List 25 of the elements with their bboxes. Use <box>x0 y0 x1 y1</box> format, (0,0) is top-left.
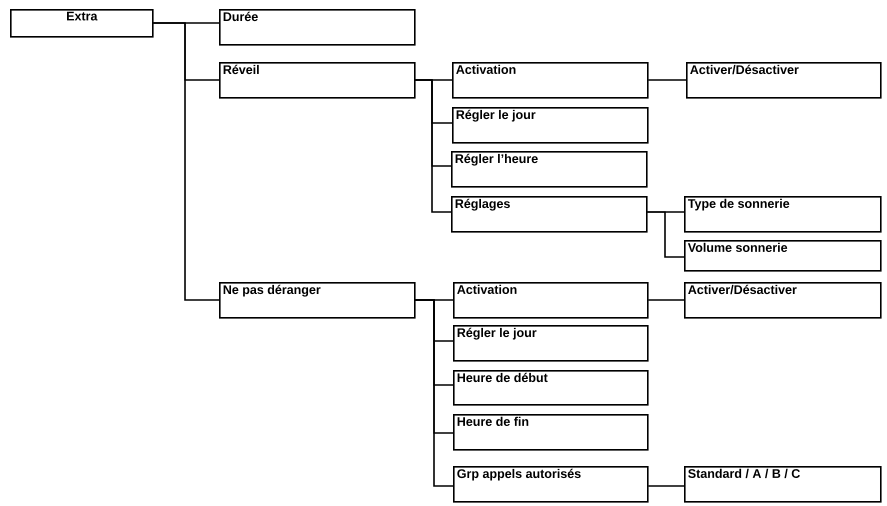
menu-box: Extra <box>10 9 154 38</box>
connector-line <box>648 79 686 81</box>
menu-box: Grp appels autorisés <box>453 466 649 503</box>
connector-line <box>648 299 684 301</box>
menu-box: Activation <box>452 62 649 99</box>
menu-box: Activer/Désactiver <box>684 282 882 319</box>
connector-line <box>416 79 451 213</box>
menu-box: Ne pas déranger <box>219 282 416 319</box>
menu-box: Type de sonnerie <box>684 196 882 233</box>
connector-line <box>648 485 684 487</box>
menu-box: Régler le jour <box>452 107 649 144</box>
menu-box: Régler le jour <box>453 325 649 362</box>
menu-box: Heure de début <box>453 370 649 406</box>
menu-box: Activation <box>453 282 649 319</box>
connector-line <box>416 299 453 487</box>
menu-box: Volume sonnerie <box>684 240 882 272</box>
menu-box: Durée <box>219 9 416 46</box>
menu-box: Standard / A / B / C <box>684 466 882 503</box>
menu-box: Heure de fin <box>453 414 649 451</box>
menu-box: Régler l’heure <box>451 151 648 188</box>
menu-box: Activer/Désactiver <box>686 62 882 99</box>
menu-box: Réveil <box>219 62 416 99</box>
connector-line <box>648 211 684 258</box>
menu-box: Réglages <box>451 196 648 233</box>
connector-line <box>154 22 219 301</box>
